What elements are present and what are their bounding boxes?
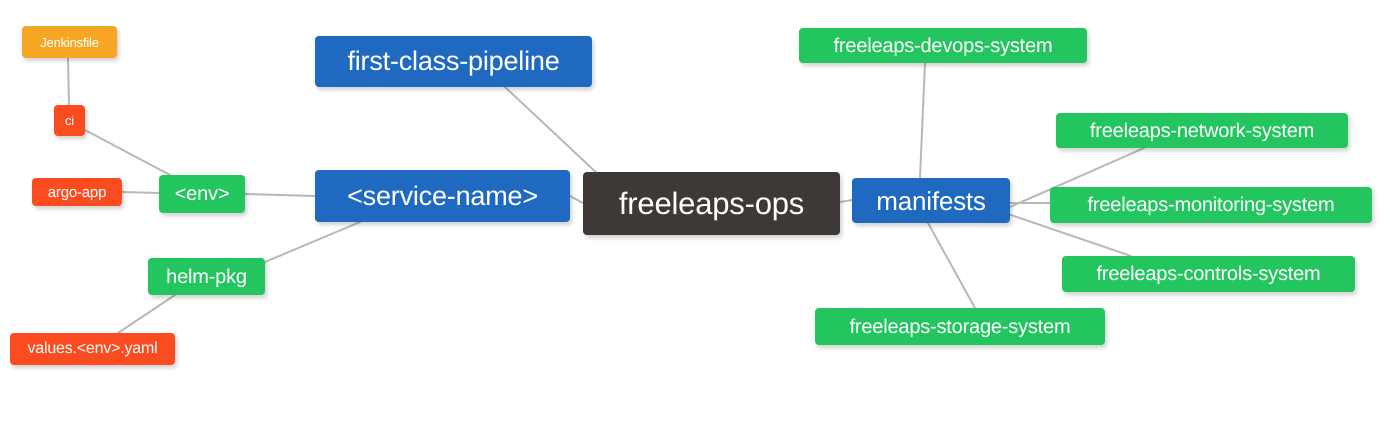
node-jenkinsfile[interactable]: Jenkinsfile bbox=[22, 26, 117, 58]
node-label-first-class-pipeline: first-class-pipeline bbox=[347, 46, 560, 76]
node-first-class-pipeline[interactable]: first-class-pipeline bbox=[315, 36, 592, 87]
edge-helm-pkg-to-values-env-yaml bbox=[117, 294, 176, 334]
edge-freeleaps-ops-to-first-class-pipeline bbox=[504, 86, 601, 177]
node-freeleaps-network-system[interactable]: freeleaps-network-system bbox=[1056, 113, 1348, 148]
node-label-manifests: manifests bbox=[876, 185, 986, 216]
node-service-name[interactable]: <service-name> bbox=[315, 170, 570, 222]
node-label-values-env-yaml: values.<env>.yaml bbox=[27, 340, 158, 357]
node-label-freeleaps-storage-system: freeleaps-storage-system bbox=[849, 315, 1071, 338]
node-label-env: <env> bbox=[174, 183, 230, 205]
edge-env-to-ci bbox=[84, 129, 171, 176]
edge-manifests-to-freeleaps-storage-system bbox=[927, 222, 976, 309]
edge-manifests-to-freeleaps-devops-system bbox=[919, 62, 926, 179]
edge-service-name-to-helm-pkg bbox=[264, 221, 361, 263]
node-label-freeleaps-devops-system: freeleaps-devops-system bbox=[833, 34, 1053, 57]
edge-service-name-to-env bbox=[244, 193, 316, 197]
edge-env-to-argo-app bbox=[121, 191, 160, 194]
node-label-jenkinsfile: Jenkinsfile bbox=[40, 34, 99, 50]
node-manifests[interactable]: manifests bbox=[852, 178, 1010, 223]
node-ci[interactable]: ci bbox=[54, 105, 85, 136]
node-freeleaps-monitoring-system[interactable]: freeleaps-monitoring-system bbox=[1050, 187, 1372, 223]
node-helm-pkg[interactable]: helm-pkg bbox=[148, 258, 265, 295]
node-label-argo-app: argo-app bbox=[47, 183, 107, 201]
node-label-ci: ci bbox=[65, 113, 74, 128]
edge-freeleaps-ops-to-manifests bbox=[839, 199, 853, 203]
node-freeleaps-storage-system[interactable]: freeleaps-storage-system bbox=[815, 308, 1105, 345]
node-label-helm-pkg: helm-pkg bbox=[166, 265, 247, 288]
node-freeleaps-ops[interactable]: freeleaps-ops bbox=[583, 172, 840, 235]
node-label-freeleaps-network-system: freeleaps-network-system bbox=[1089, 119, 1315, 142]
node-values-env-yaml[interactable]: values.<env>.yaml bbox=[10, 333, 175, 365]
node-freeleaps-controls-system[interactable]: freeleaps-controls-system bbox=[1062, 256, 1355, 292]
node-env[interactable]: <env> bbox=[159, 175, 245, 213]
edge-freeleaps-ops-to-service-name bbox=[569, 195, 584, 204]
node-label-freeleaps-ops: freeleaps-ops bbox=[618, 186, 805, 221]
node-label-freeleaps-monitoring-system: freeleaps-monitoring-system bbox=[1087, 194, 1335, 216]
node-label-service-name: <service-name> bbox=[347, 180, 538, 211]
node-label-freeleaps-controls-system: freeleaps-controls-system bbox=[1096, 263, 1321, 285]
edge-ci-to-jenkinsfile bbox=[67, 57, 70, 106]
node-freeleaps-devops-system[interactable]: freeleaps-devops-system bbox=[799, 28, 1087, 63]
node-argo-app[interactable]: argo-app bbox=[32, 178, 122, 206]
